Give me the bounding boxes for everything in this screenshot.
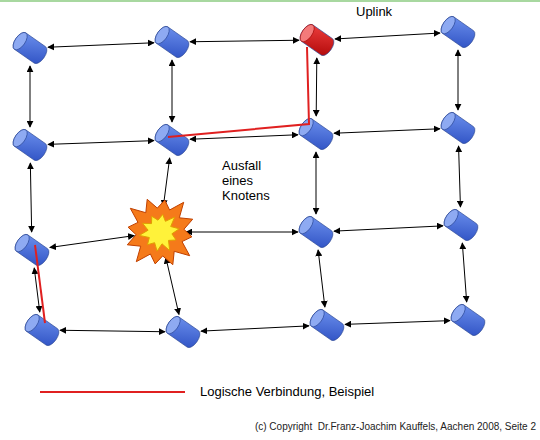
failed-node: Ausfall eines Knotens [126, 156, 296, 268]
link-arrow [166, 257, 179, 314]
link-arrow [172, 60, 173, 122]
explosion-symbol [126, 156, 296, 268]
link-arrow [316, 152, 317, 214]
network-node [12, 232, 51, 268]
link-arrow [458, 50, 459, 110]
network-node [438, 110, 477, 146]
logical-connection [35, 245, 45, 323]
uplink-node: Uplink [296, 4, 416, 62]
failure-label: Ausfall eines Knotens [222, 158, 288, 203]
network-node [296, 116, 335, 152]
link-arrow [48, 43, 154, 47]
network-node [163, 314, 202, 350]
link-arrow [462, 243, 466, 302]
legend-line-sample [40, 391, 185, 393]
network-node [438, 14, 477, 50]
network-node [296, 214, 335, 250]
link-arrow [60, 330, 165, 331]
link-arrow [318, 250, 325, 307]
link-arrow [50, 236, 134, 248]
top-bar [0, 0, 540, 2]
network-node [10, 30, 49, 66]
link-arrow [459, 146, 461, 207]
link-arrow [163, 158, 169, 206]
link-arrow [30, 66, 31, 127]
link-arrow [190, 40, 299, 42]
uplink-label: Uplink [356, 4, 392, 19]
network-node [152, 24, 191, 60]
link-arrow [190, 135, 298, 140]
uplink-cylinder-shape [297, 22, 336, 58]
copyright-note: (c) Copyright Dr.Franz-Joachim Kauffels,… [255, 421, 536, 432]
network-node [10, 127, 49, 163]
legend-text: Logische Verbindung, Beispiel [200, 384, 374, 399]
link-arrow [334, 226, 443, 231]
link-arrow [201, 326, 309, 331]
link-arrow [335, 33, 440, 39]
link-arrow [186, 232, 298, 233]
link-arrow [30, 163, 31, 232]
link-arrow [334, 129, 440, 133]
network-node [448, 302, 487, 338]
network-node [307, 307, 346, 343]
link-arrow [48, 141, 154, 145]
link-arrow [345, 321, 450, 325]
network-node [22, 312, 61, 348]
link-arrow [316, 58, 318, 116]
logical-connection [168, 47, 309, 137]
network-node [441, 207, 480, 243]
network-node [152, 122, 191, 158]
